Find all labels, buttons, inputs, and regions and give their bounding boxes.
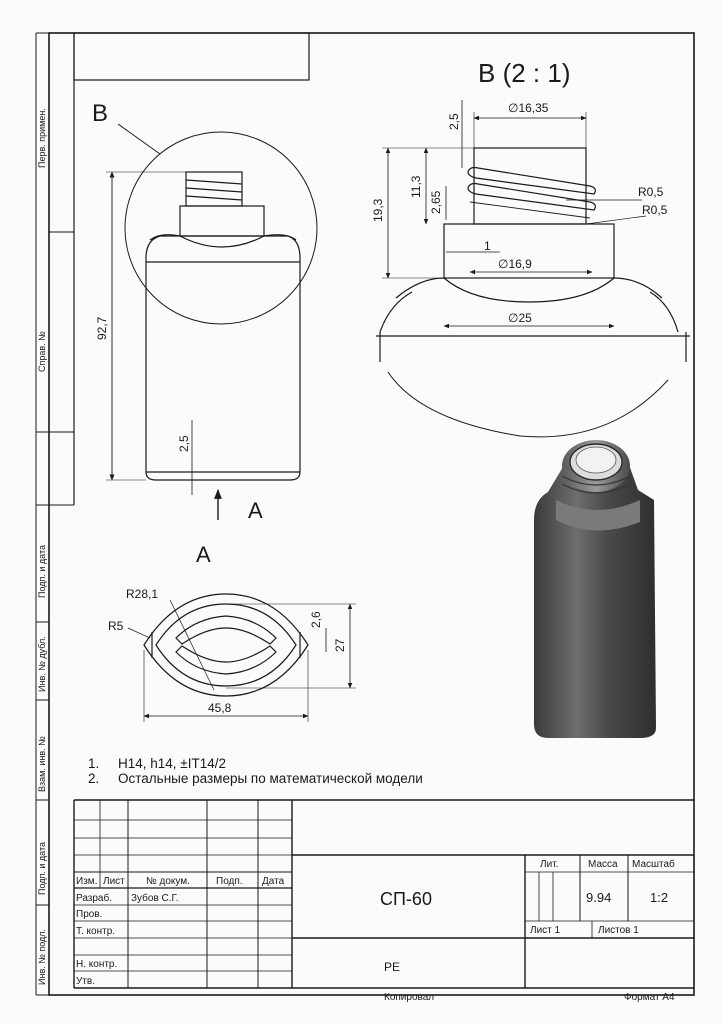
listov-label: Листов 1 <box>598 925 639 936</box>
side-label-inv-podl: Инв. № подл. <box>37 929 47 985</box>
massa-value: 9.94 <box>586 890 611 905</box>
material: РЕ <box>384 960 400 974</box>
hdr-list: Лист <box>103 876 125 887</box>
hdr-izm: Изм. <box>76 876 97 887</box>
side-label-podp-data-2: Подп. и дата <box>37 842 47 895</box>
prov-label: Пров. <box>76 909 102 920</box>
detail-b-title: В (2 : 1) <box>478 58 570 88</box>
note-1-num: 1. <box>88 756 100 771</box>
kopiroval: Копировал <box>384 992 434 1003</box>
side-label-perv-primen: Перв. примен. <box>37 108 47 168</box>
dim-h2-6: 2,6 <box>309 611 323 628</box>
detail-view-b <box>376 100 690 438</box>
nkontr-label: Н. контр. <box>76 959 117 970</box>
designation: СП-60 <box>380 889 432 909</box>
side-label-vzam-inv: Взам. инв. № <box>37 736 47 792</box>
dim-base-thickness: 2,5 <box>177 435 191 452</box>
razrab-label: Разраб. <box>76 892 112 904</box>
hdr-podp: Подп. <box>216 876 243 887</box>
dim-neck-top: 2,5 <box>447 113 461 130</box>
lit-label: Лит. <box>540 859 558 870</box>
note-2-text: Остальные размеры по математической моде… <box>118 771 423 786</box>
tkontr-label: Т. контр. <box>76 926 115 937</box>
section-arrow-label-2: А <box>196 542 211 567</box>
title-block-lines <box>73 799 694 989</box>
hdr-dokum: № докум. <box>146 876 190 887</box>
side-labels: Перв. примен. Справ. № Подп. и дата Инв.… <box>37 108 47 985</box>
title-block: Изм. Лист № докум. Подп. Дата Разраб. Зу… <box>76 858 675 1003</box>
section-arrow-label-1: А <box>248 498 263 523</box>
dim-d16-35: ∅16,35 <box>508 101 549 115</box>
front-view <box>106 123 318 520</box>
note-2: 2. Остальные размеры по математической мо… <box>88 771 423 786</box>
dim-d16-9: ∅16,9 <box>498 257 532 271</box>
dim-h19-3: 19,3 <box>371 198 385 222</box>
notes: 1. H14, h14, ±IT14/2 2. Остальные размеры … <box>88 756 423 786</box>
dim-r28-1: R28,1 <box>126 587 158 601</box>
dim-h2-65: 2,65 <box>429 190 443 214</box>
dim-h11-3: 11,3 <box>409 175 423 198</box>
dim-r5: R5 <box>108 619 124 633</box>
utv-label: Утв. <box>76 976 95 987</box>
note-1-text: H14, h14, ±IT14/2 <box>118 756 226 771</box>
format: Формат А4 <box>624 992 675 1003</box>
dim-w45-8: 45,8 <box>208 701 232 715</box>
detail-b-marker: В <box>92 100 108 127</box>
bottle-render <box>534 440 656 738</box>
dim-w1: 1 <box>484 239 491 253</box>
dim-r0-5-b: R0,5 <box>642 203 668 217</box>
side-label-inv-dubl: Инв. № дубл. <box>37 636 47 692</box>
razrab-name: Зубов С.Г. <box>131 892 179 904</box>
side-label-podp-data-1: Подп. и дата <box>37 545 47 598</box>
dim-d25: ∅25 <box>508 311 532 325</box>
dim-h27: 27 <box>333 638 347 652</box>
masshtab-label: Масштаб <box>632 858 675 870</box>
hdr-data: Дата <box>262 876 285 887</box>
masshtab-value: 1:2 <box>650 890 668 905</box>
side-label-sprav-no: Справ. № <box>37 331 47 372</box>
sheet-frame <box>35 32 695 996</box>
list-label: Лист 1 <box>530 925 561 936</box>
massa-label: Масса <box>588 859 618 870</box>
dim-r0-5-a: R0,5 <box>638 185 664 199</box>
section-view-a <box>127 593 356 722</box>
note-2-num: 2. <box>88 771 100 786</box>
note-1: 1. H14, h14, ±IT14/2 <box>88 756 423 771</box>
dim-main-height: 92,7 <box>95 316 109 340</box>
